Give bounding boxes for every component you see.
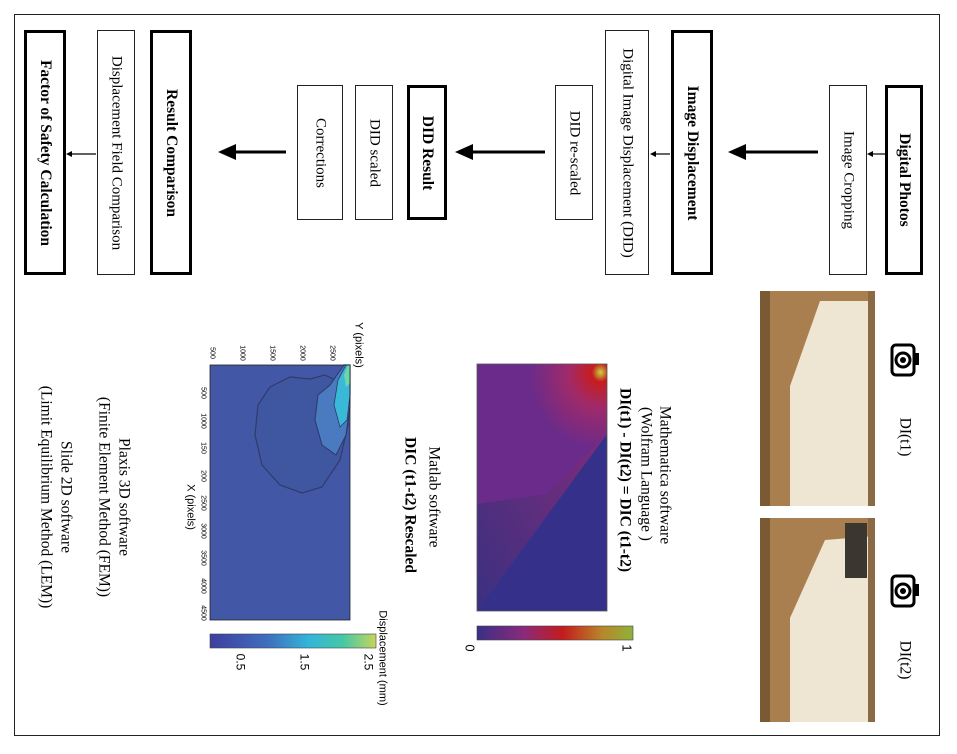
tick-label: 2.5	[361, 653, 376, 671]
factor-of-safety-box: Factor of Safety Calculation	[24, 30, 66, 275]
image-cropping-label: Image Cropping	[840, 131, 857, 229]
result-comparison-label: Result Comparison	[163, 88, 180, 217]
photo-di-t1	[760, 291, 875, 506]
mathematica-colorbar	[476, 625, 634, 641]
digital-photos-box: Digital Photos	[885, 85, 923, 275]
image-displacement-label: Image Displacement	[684, 85, 701, 220]
mathematica-line1: Mathematica software	[656, 405, 674, 545]
photo-di-t2-image	[760, 518, 875, 722]
digital-photos-label: Digital Photos	[896, 133, 913, 227]
connector-imgdisp-did	[650, 151, 670, 157]
tick-label: 0.5	[233, 653, 248, 671]
factor-of-safety-label: Factor of Safety Calculation	[37, 59, 54, 246]
camera-icon	[890, 574, 919, 608]
tick-label: 2000	[298, 345, 306, 361]
slide-line1: Slide 2D software	[57, 441, 75, 553]
tick-label: 500	[208, 347, 216, 359]
did-result-box: DID Result	[407, 85, 447, 220]
did-rescaled-box: DID re-scaled	[555, 85, 593, 220]
mathematica-heatmap	[476, 363, 608, 612]
did-full-label: Digital Image Displacement (DID)	[619, 47, 636, 258]
mathematica-formula: DI(t1) - DI(t2) = DIC (t1-t2)	[616, 387, 634, 573]
mathematica-scale-max: 1	[619, 644, 635, 652]
tick-label: 1.5	[297, 653, 312, 671]
matlab-title: DIC (t1-t2) Rescaled	[401, 436, 419, 574]
tick-label: 2500	[328, 345, 336, 361]
matlab-colorbar	[209, 633, 377, 649]
did-full-box: Digital Image Displacement (DID)	[605, 30, 649, 275]
arrow-to-did-result	[455, 144, 545, 160]
label-di-t2: DI(t2)	[896, 640, 914, 680]
connector-photos-cropping	[867, 151, 885, 157]
mathematica-line2: (Wolfram Language )	[637, 407, 655, 541]
matlab-line1: Matlab software	[425, 446, 443, 548]
corrections-label: Corrections	[312, 117, 329, 188]
arrow-to-result-comparison	[218, 144, 286, 160]
matlab-ylabel: Y (pixels)	[352, 322, 365, 368]
did-result-label: DID Result	[419, 115, 436, 190]
did-scaled-box: DID scaled	[355, 85, 393, 220]
arrow-to-image-displacement	[728, 144, 818, 160]
corrections-box: Corrections	[297, 85, 343, 220]
photo-di-t2	[760, 518, 875, 722]
plaxis-line2: (Finite Element Method (FEM))	[95, 396, 113, 598]
connector-comparison-fos	[66, 151, 96, 157]
slide-line2: (Limit Equilibrium Method (LEM))	[37, 385, 55, 609]
displacement-field-comparison-label: Displacement Field Comparison	[108, 55, 125, 250]
figure-frame	[14, 14, 940, 736]
image-cropping-box: Image Cropping	[829, 85, 867, 275]
tick-label: 1000	[238, 345, 246, 361]
image-displacement-box: Image Displacement	[671, 30, 713, 275]
camera-icon	[890, 343, 919, 377]
matlab-contour-plot	[209, 364, 351, 621]
label-di-t1: DI(t1)	[896, 417, 914, 457]
displacement-field-comparison-box: Displacement Field Comparison	[97, 30, 135, 275]
did-scaled-label: DID scaled	[366, 118, 383, 187]
result-comparison-box: Result Comparison	[150, 30, 192, 275]
mathematica-scale-min: 0	[462, 644, 478, 652]
did-rescaled-label: DID re-scaled	[566, 110, 583, 195]
photo-di-t1-image	[760, 291, 875, 506]
plaxis-line1: Plaxis 3D software	[115, 438, 133, 556]
tick-label: 1500	[268, 345, 276, 361]
